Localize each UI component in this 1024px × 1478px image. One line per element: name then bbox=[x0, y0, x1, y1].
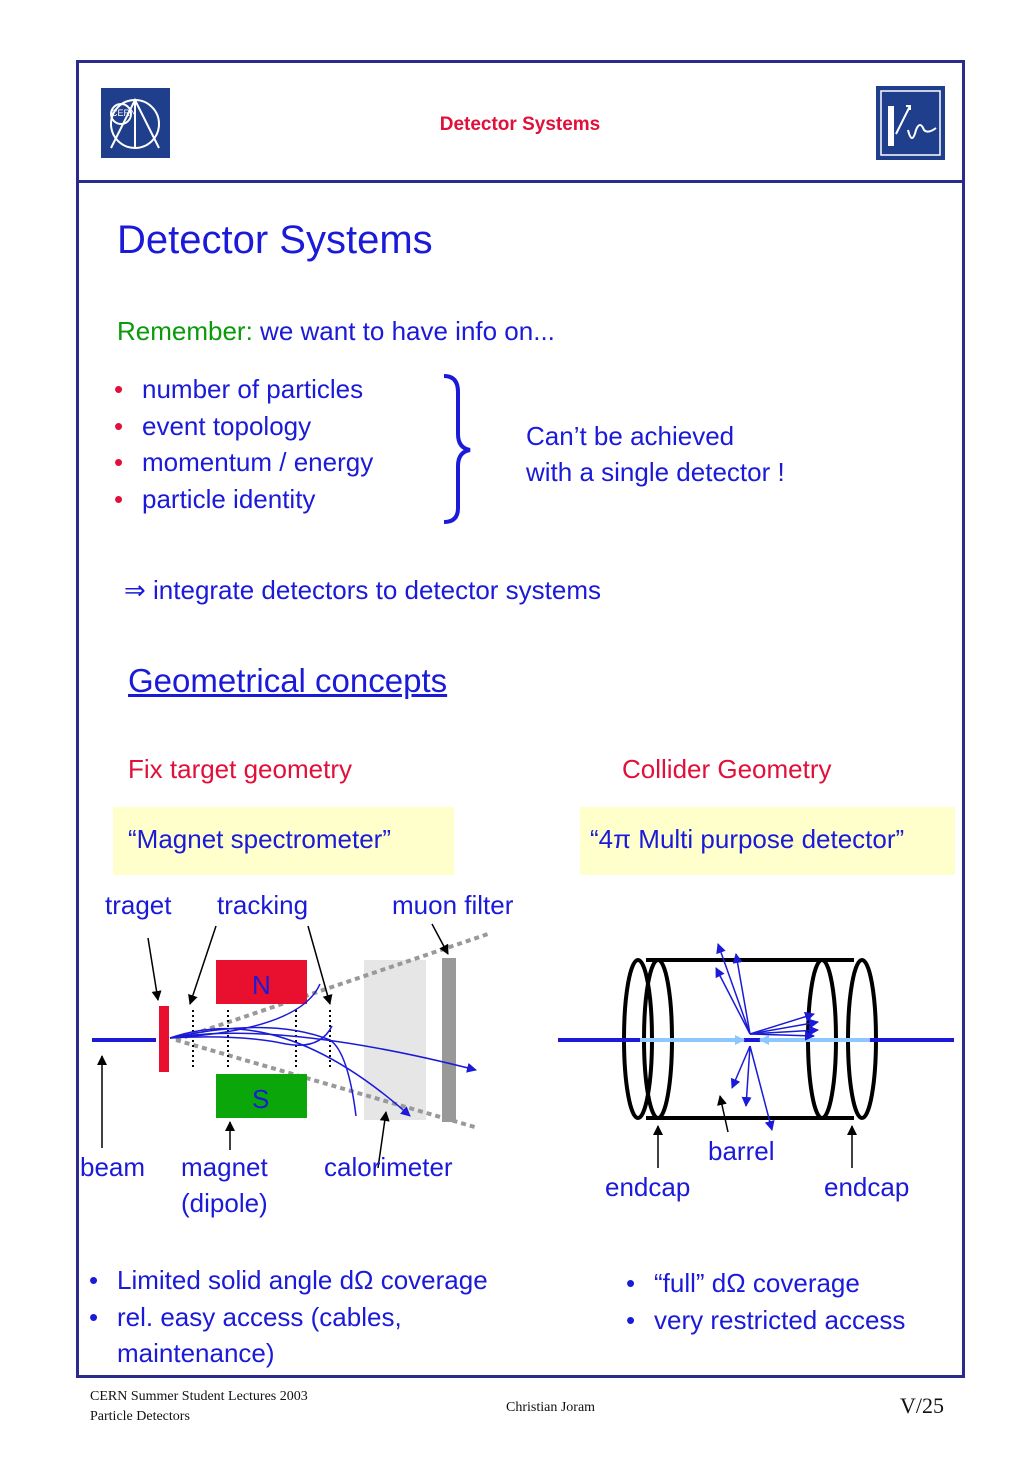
page-number: V/25 bbox=[900, 1393, 944, 1418]
list-item-text: rel. easy access (cables, bbox=[117, 1301, 402, 1332]
conclusion-line-1: Can’t be achieved bbox=[526, 421, 735, 451]
magnet-spectrometer-label: “Magnet spectrometer” bbox=[128, 824, 391, 854]
intro-prefix: Remember: bbox=[117, 316, 253, 346]
multi-purpose-label: “4π Multi purpose detector” bbox=[590, 824, 905, 854]
collider-heading: Collider Geometry bbox=[622, 754, 832, 784]
particle-detector-logo-icon bbox=[876, 86, 945, 160]
detector-logo-graphic bbox=[880, 90, 941, 156]
fix-target-properties: • Limited solid angle dΩ coverage • rel. e… bbox=[89, 1262, 488, 1372]
list-item: • “full” dΩ coverage bbox=[626, 1265, 905, 1302]
header-title: Detector Systems bbox=[439, 114, 601, 135]
cern-logo-text: CERN bbox=[111, 108, 137, 118]
target-block bbox=[159, 1006, 169, 1072]
bullet-icon: • bbox=[89, 1301, 99, 1332]
list-item: • rel. easy access (cables, bbox=[89, 1299, 488, 1336]
implies-arrow-icon: ⇒ bbox=[124, 575, 146, 605]
bullet-icon: • bbox=[114, 447, 124, 477]
curly-brace-icon bbox=[443, 374, 471, 524]
fix-target-heading: Fix target geometry bbox=[128, 754, 352, 784]
bullet-icon: • bbox=[626, 1268, 636, 1298]
footer-line-1: CERN Summer Student Lectures 2003 bbox=[90, 1389, 308, 1404]
list-item-text: “full” dΩ coverage bbox=[654, 1268, 860, 1298]
magnet-spectrometer-box: “Magnet spectrometer” bbox=[113, 807, 454, 875]
list-item: • number of particles bbox=[114, 371, 373, 408]
list-item-text: number of particles bbox=[142, 374, 364, 404]
list-item: • particle identity bbox=[114, 481, 373, 518]
bullet-icon: • bbox=[114, 374, 124, 404]
label-magnet-south: S bbox=[252, 1084, 270, 1114]
label-target: traget bbox=[105, 890, 172, 920]
label-magnet: magnet bbox=[181, 1152, 268, 1182]
bullet-icon: • bbox=[626, 1304, 636, 1335]
bullet-icon: • bbox=[114, 410, 124, 441]
muon-filter-block bbox=[442, 958, 456, 1122]
slide-frame bbox=[76, 60, 965, 1378]
acceptance-upper-line bbox=[175, 932, 489, 1042]
label-muon-filter: muon filter bbox=[392, 890, 514, 920]
list-item: • event topology bbox=[114, 408, 373, 445]
implication-text: integrate detectors to detector systems bbox=[145, 575, 602, 605]
collider-properties: • “full” dΩ coverage • very restricted acc… bbox=[626, 1265, 905, 1338]
cern-logo: CERN bbox=[101, 88, 170, 158]
list-item: • very restricted access bbox=[626, 1302, 905, 1339]
conclusion-line-2: with a single detector ! bbox=[526, 457, 785, 487]
section-heading: Geometrical concepts bbox=[128, 662, 448, 699]
conclusion-text: Can’t be achieved with a single detector… bbox=[526, 418, 785, 490]
fix-target-diagram bbox=[92, 923, 489, 1169]
intro-line: Remember: we want to have info on... bbox=[117, 316, 555, 347]
magnet-south-pole bbox=[216, 1074, 307, 1118]
intro-text: we want to have info on... bbox=[252, 316, 555, 346]
acceptance-lower-line bbox=[175, 1038, 479, 1130]
list-item-text: particle identity bbox=[142, 483, 316, 514]
list-item-text: event topology bbox=[142, 410, 312, 441]
implication-line: ⇒ integrate detectors to detector system… bbox=[124, 575, 601, 606]
collider-diagram bbox=[558, 943, 954, 1168]
list-item-text: very restricted access bbox=[654, 1304, 906, 1335]
page-title: Detector Systems bbox=[117, 218, 433, 262]
header-divider bbox=[76, 180, 965, 183]
bullet-icon: • bbox=[89, 1265, 99, 1295]
list-item: • Limited solid angle dΩ coverage bbox=[89, 1262, 488, 1299]
info-needs-list: • number of particles • event topology • mo… bbox=[114, 371, 373, 517]
list-item-continuation: maintenance) bbox=[89, 1335, 488, 1372]
label-barrel: barrel bbox=[708, 1136, 775, 1166]
bullet-icon: • bbox=[114, 483, 124, 514]
label-beam: beam bbox=[80, 1152, 146, 1182]
footer-course: CERN Summer Student Lectures 2003 Partic… bbox=[90, 1387, 308, 1427]
calorimeter-block bbox=[364, 960, 426, 1120]
cern-logo-graphic bbox=[110, 97, 160, 149]
multi-purpose-box: “4π Multi purpose detector” bbox=[580, 807, 955, 875]
magnet-north-pole bbox=[216, 960, 307, 1004]
list-item-text: maintenance) bbox=[117, 1338, 275, 1368]
label-calorimeter: calorimeter bbox=[324, 1152, 453, 1182]
label-magnet-north: N bbox=[252, 970, 271, 1000]
list-item: • momentum / energy bbox=[114, 444, 373, 481]
list-item-text: momentum / energy bbox=[142, 447, 374, 477]
label-dipole: (dipole) bbox=[181, 1188, 268, 1218]
label-endcap-right: endcap bbox=[824, 1172, 910, 1202]
label-tracking: tracking bbox=[217, 890, 309, 920]
label-endcap-left: endcap bbox=[605, 1172, 691, 1202]
footer-author: Christian Joram bbox=[506, 1400, 596, 1415]
footer-line-2: Particle Detectors bbox=[90, 1409, 190, 1424]
list-item-text: Limited solid angle dΩ coverage bbox=[117, 1265, 488, 1295]
